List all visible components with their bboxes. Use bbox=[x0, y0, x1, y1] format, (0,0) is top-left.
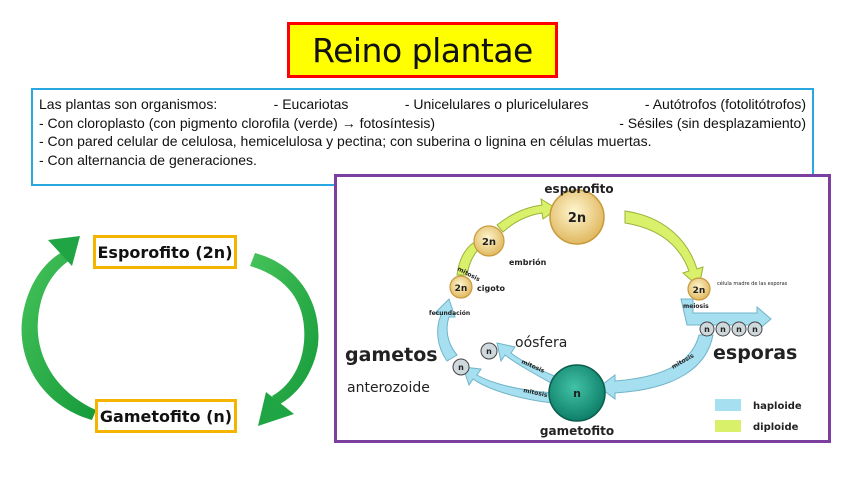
celula-madre-mark: 2n bbox=[693, 286, 706, 296]
embrion-cell bbox=[473, 225, 505, 257]
gametofito-cell bbox=[548, 364, 606, 422]
description-line-4: - Con alternancia de generaciones. bbox=[39, 151, 806, 170]
arrow-left-head bbox=[48, 236, 80, 266]
description-line-2: - Con cloroplasto (con pigmento clorofil… bbox=[39, 114, 806, 133]
esporofito-diagram-label: esporofito bbox=[544, 182, 613, 196]
anterozoide-label: anterozoide bbox=[347, 380, 430, 396]
arrow-embrion-to-esporofito bbox=[496, 197, 558, 233]
espora-3-mark: n bbox=[736, 325, 742, 334]
life-cycle-diagram: 2n esporofito 2n embrión mitosis 2n cigo… bbox=[345, 182, 802, 438]
description-line-1: Las plantas son organismos: - Eucariotas… bbox=[39, 95, 806, 114]
esporofito-cell bbox=[549, 189, 605, 245]
esporofito-cell-mark: 2n bbox=[568, 211, 586, 226]
description-box: Las plantas son organismos: - Eucariotas… bbox=[31, 88, 814, 186]
arrow-gametos-to-cigoto bbox=[434, 298, 458, 362]
esporas-label: esporas bbox=[713, 342, 797, 364]
espora-2 bbox=[715, 321, 731, 337]
trait-autotrofos: - Autótrofos (fotolitótrofos) bbox=[644, 96, 806, 112]
gametofito-cell-mark: n bbox=[573, 387, 581, 400]
espora-2-mark: n bbox=[720, 325, 726, 334]
celula-madre-label: célula madre de las esporas bbox=[717, 280, 788, 287]
intro-text: Las plantas son organismos: bbox=[39, 96, 218, 112]
cigoto-cell bbox=[449, 275, 473, 299]
anterozoide-cell-mark: n bbox=[458, 363, 464, 372]
arrow-left-body bbox=[21, 252, 96, 420]
meiosis-label: meiosis bbox=[683, 303, 709, 310]
gametos-label: gametos bbox=[345, 344, 438, 366]
embrion-cell-mark: 2n bbox=[482, 237, 496, 248]
life-cycle-figure: 2n esporofito 2n embrión mitosis 2n cigo… bbox=[334, 174, 831, 443]
cigoto-cell-mark: 2n bbox=[455, 284, 468, 294]
esporofito-label-box: Esporofito (2n) bbox=[93, 235, 237, 269]
espora-3 bbox=[731, 321, 747, 337]
embrion-label: embrión bbox=[509, 257, 547, 267]
legend-haploide-swatch bbox=[715, 399, 741, 411]
esporas-group: n n n n bbox=[699, 321, 763, 337]
legend-diploide-swatch bbox=[715, 420, 741, 432]
arrow-right-head bbox=[258, 392, 294, 426]
gametofito-diagram-label: gametofito bbox=[540, 424, 614, 438]
trait-sesiles: - Sésiles (sin desplazamiento) bbox=[619, 114, 806, 131]
arrow-esporofito-to-celula-madre bbox=[624, 210, 704, 288]
anterozoide-cell bbox=[452, 358, 470, 376]
title-box: Reino plantae bbox=[287, 22, 558, 78]
arrow-right-body bbox=[250, 253, 319, 405]
trait-unicelulares: - Unicelulares o pluricelulares bbox=[404, 96, 589, 112]
oosfera-label: oósfera bbox=[515, 335, 567, 351]
espora-4 bbox=[747, 321, 763, 337]
oosfera-cell bbox=[480, 342, 498, 360]
esporofito-label: Esporofito (2n) bbox=[97, 242, 233, 262]
arrow-esporas-to-gametofito bbox=[598, 334, 714, 400]
oosfera-cell-mark: n bbox=[486, 347, 492, 356]
espora-4-mark: n bbox=[752, 325, 758, 334]
legend-diploide-label: diploide bbox=[753, 422, 799, 433]
trait-pared-celular: - Con pared celular de celulosa, hemicel… bbox=[39, 133, 652, 149]
celula-madre-cell bbox=[687, 277, 711, 301]
fecundacion-label: fecundación bbox=[429, 310, 470, 317]
trait-cloroplasto: - Con cloroplasto (con pigmento clorofil… bbox=[39, 114, 436, 131]
description-line-3: - Con pared celular de celulosa, hemicel… bbox=[39, 132, 806, 151]
gametofito-label-box: Gametofito (n) bbox=[95, 399, 237, 433]
trait-eucariotas: - Eucariotas bbox=[273, 96, 349, 112]
espora-1 bbox=[699, 321, 715, 337]
arrow-gametofito-to-oosfera bbox=[496, 342, 558, 384]
page-title: Reino plantae bbox=[312, 30, 533, 70]
gametofito-label: Gametofito (n) bbox=[99, 406, 233, 426]
legend-haploide-label: haploide bbox=[753, 401, 802, 412]
trait-alternancia: - Con alternancia de generaciones. bbox=[39, 151, 257, 168]
arrow-gametofito-to-anterozoide bbox=[462, 366, 556, 404]
espora-1-mark: n bbox=[704, 325, 710, 334]
cigoto-label: cigoto bbox=[477, 284, 506, 293]
